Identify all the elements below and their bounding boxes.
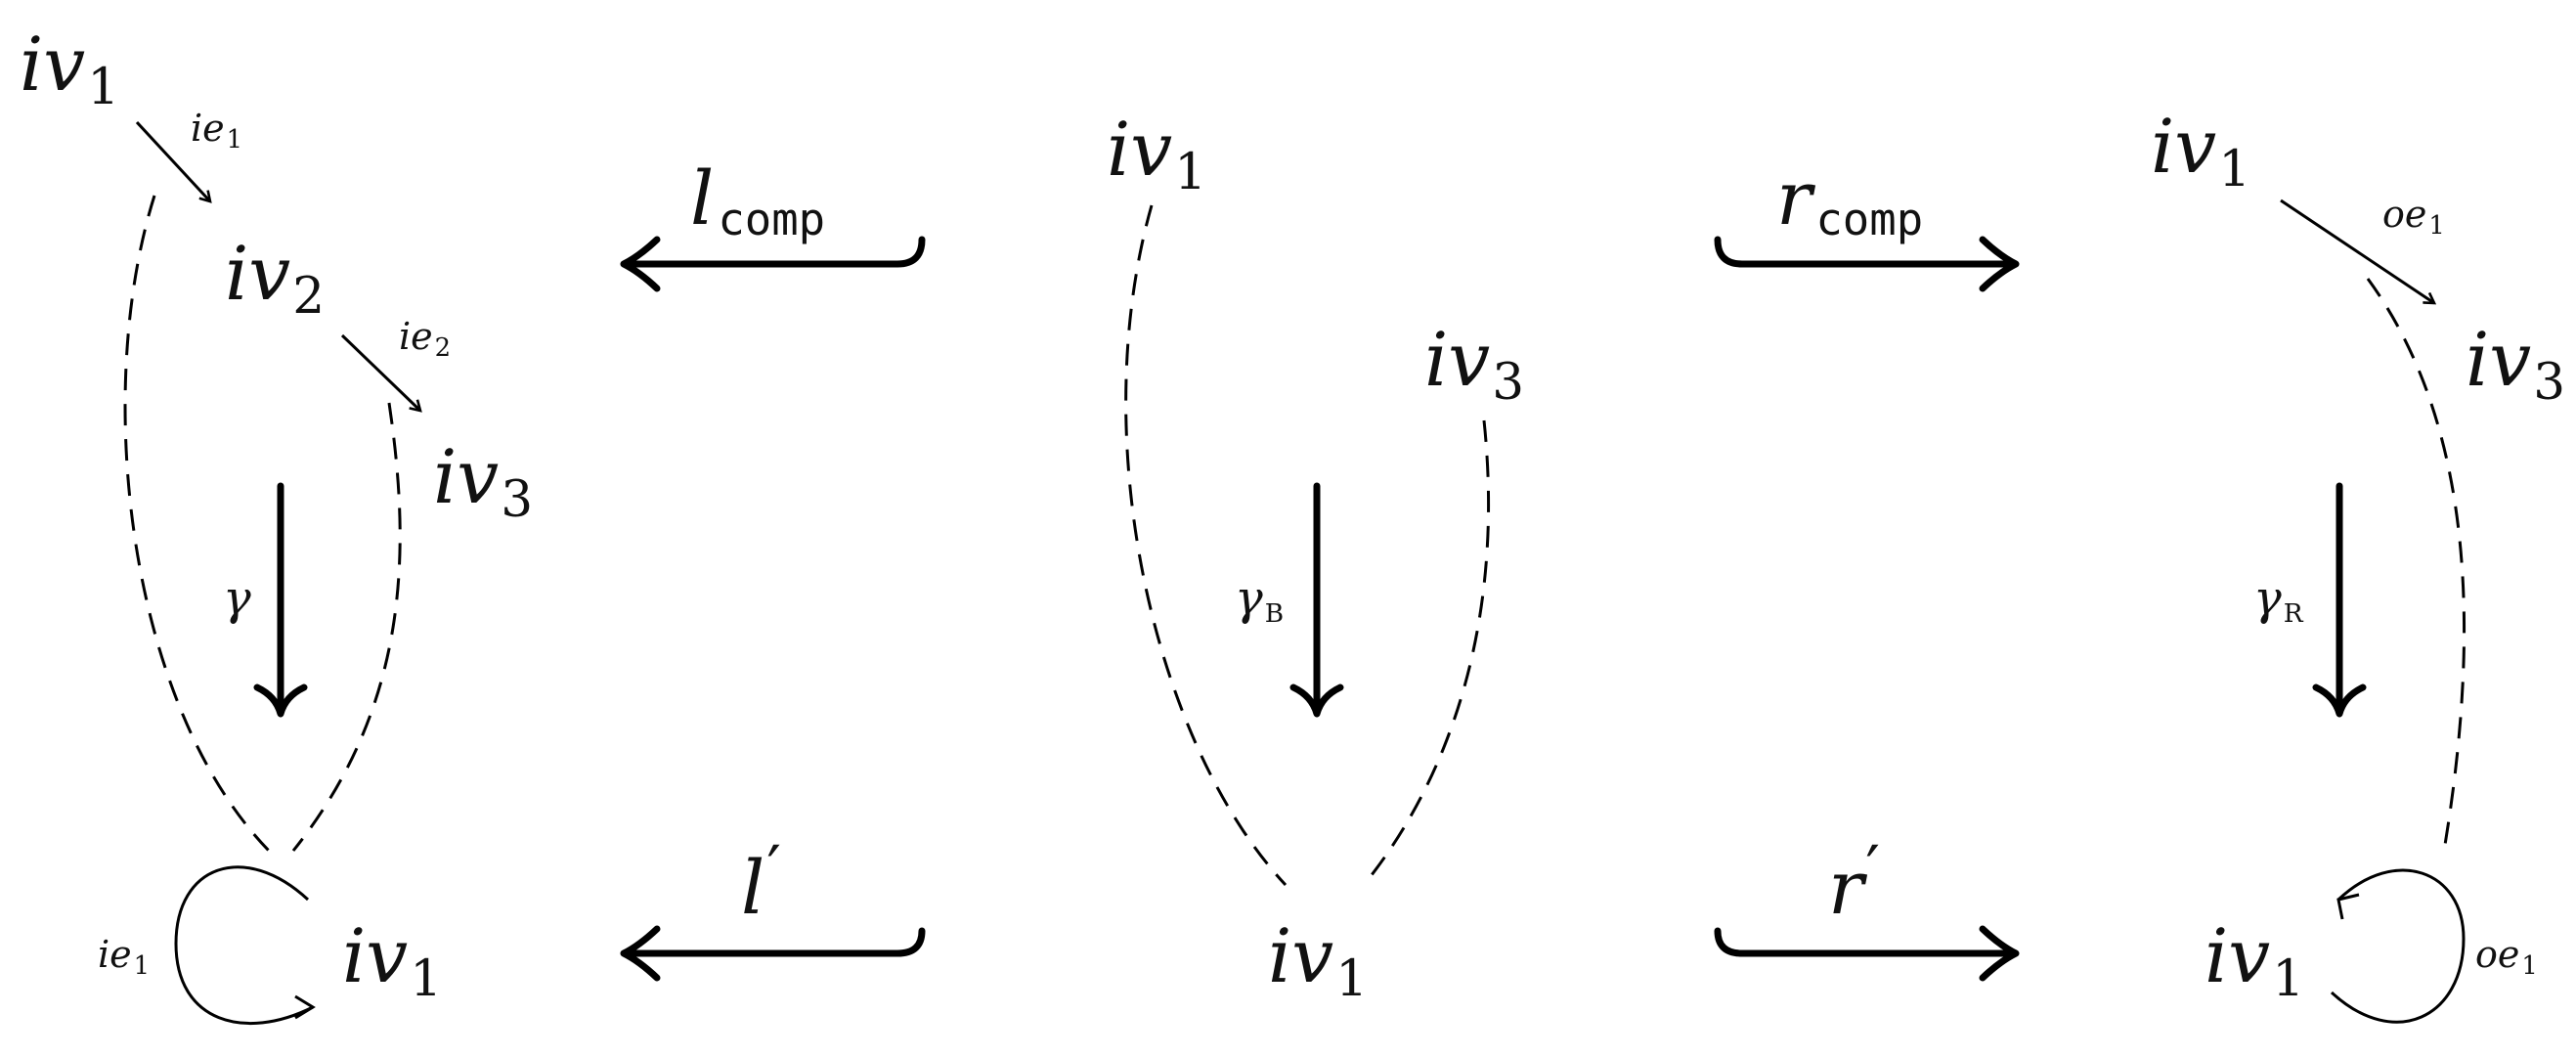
edge-ie2-arrow: [340, 333, 420, 411]
label-sub: 1: [2428, 211, 2445, 242]
label-base: ie: [98, 933, 132, 976]
label-sub: R: [2283, 597, 2303, 629]
right-rewrite-gamma-r-label: γR: [2253, 575, 2303, 627]
r-prime-label: r′: [1828, 839, 1880, 925]
label-sub: 2: [434, 333, 452, 364]
middle-node-iv3: iv3: [1424, 323, 1524, 409]
label-sub: 1: [2521, 951, 2538, 982]
label-sub: 1: [1335, 949, 1369, 1009]
edge-oe1-arrow: [2280, 198, 2434, 303]
dashed-trace-left-inner: [291, 402, 402, 852]
left-edge-ie2-label: ie2: [399, 315, 451, 361]
label-prime: ′: [766, 833, 781, 907]
label-sub: 1: [226, 125, 243, 155]
loop-ie1-arrow: [174, 865, 314, 1026]
right-node-iv1-top: iv1: [2151, 110, 2250, 196]
label-sub: 3: [1492, 353, 1525, 413]
rewrite-gamma-arrow: [253, 482, 308, 718]
loop-oe1-arrow: [2330, 868, 2466, 1024]
left-node-iv2: iv2: [225, 237, 325, 323]
label-sub: 3: [501, 470, 534, 530]
l-prime-label: l′: [741, 839, 781, 925]
right-edge-oe1-label: oe1: [2382, 193, 2445, 239]
label-base: ie: [191, 107, 225, 150]
label-base: iv: [20, 21, 86, 108]
right-node-iv3: iv3: [2466, 323, 2565, 409]
loop-ie1-arrowhead: [294, 994, 316, 1020]
label-base: iv: [225, 230, 291, 317]
label-sub: 1: [87, 58, 120, 117]
left-node-iv3: iv3: [433, 440, 533, 526]
label-base: oe: [2382, 193, 2427, 236]
dashed-trace-middle-left: [1124, 204, 1288, 887]
left-result-node-iv1: iv1: [342, 919, 442, 1005]
label-base: γ: [2253, 571, 2282, 626]
l-comp-arrow: [620, 236, 926, 292]
left-node-iv1-top: iv1: [20, 27, 119, 113]
dashed-trace-right: [2366, 278, 2467, 852]
label-base: iv: [2466, 316, 2532, 403]
left-loop-ie1-label: ie1: [98, 933, 150, 979]
label-sub: B: [1264, 597, 1285, 629]
r-comp-arrow: [1714, 236, 2020, 292]
label-base: r: [1828, 844, 1864, 931]
left-rewrite-gamma-label: γ: [223, 571, 251, 626]
label-sub: 1: [1174, 143, 1207, 202]
label-sub: comp: [718, 194, 826, 246]
rewrite-gamma-b-arrow: [1289, 482, 1344, 718]
label-base: iv: [1107, 106, 1173, 193]
label-base: ie: [399, 315, 433, 358]
l-comp-label: lcomp: [690, 161, 825, 242]
rewrite-gamma-r-arrow: [2312, 482, 2367, 718]
r-comp-label: rcomp: [1776, 161, 1923, 242]
right-result-node-iv1: iv1: [2205, 919, 2304, 1005]
dashed-trace-middle-right: [1362, 419, 1491, 886]
label-sub: comp: [1815, 194, 1924, 246]
edge-ie1-arrow: [135, 120, 210, 201]
label-base: r: [1776, 154, 1812, 242]
label-base: oe: [2475, 933, 2520, 976]
label-base: iv: [342, 912, 409, 999]
left-edge-ie1-label: ie1: [191, 107, 242, 153]
label-base: l: [741, 844, 765, 931]
label-sub: 3: [2533, 353, 2566, 413]
dashed-trace-left-outer: [123, 195, 271, 853]
label-sub: 1: [2218, 140, 2251, 199]
r-prime-arrow: [1714, 925, 2020, 982]
label-base: iv: [1424, 316, 1491, 403]
label-base: iv: [2151, 103, 2217, 190]
label-prime: ′: [1865, 833, 1881, 907]
label-base: iv: [433, 433, 500, 520]
middle-result-node-iv1: iv1: [1268, 919, 1368, 1005]
label-base: γ: [1235, 571, 1263, 626]
label-sub: 1: [410, 949, 443, 1009]
label-base: iv: [1268, 912, 1334, 999]
loop-oe1-arrowhead: [2336, 893, 2360, 920]
l-prime-arrow: [620, 925, 926, 982]
middle-rewrite-gamma-b-label: γB: [1235, 575, 1284, 627]
right-loop-oe1-label: oe1: [2475, 933, 2538, 979]
label-sub: 1: [2272, 949, 2305, 1009]
middle-node-iv1-top: iv1: [1107, 112, 1206, 198]
label-base: iv: [2205, 912, 2271, 999]
label-sub: 1: [133, 951, 151, 982]
label-sub: 2: [292, 267, 326, 327]
label-base: l: [690, 154, 715, 242]
